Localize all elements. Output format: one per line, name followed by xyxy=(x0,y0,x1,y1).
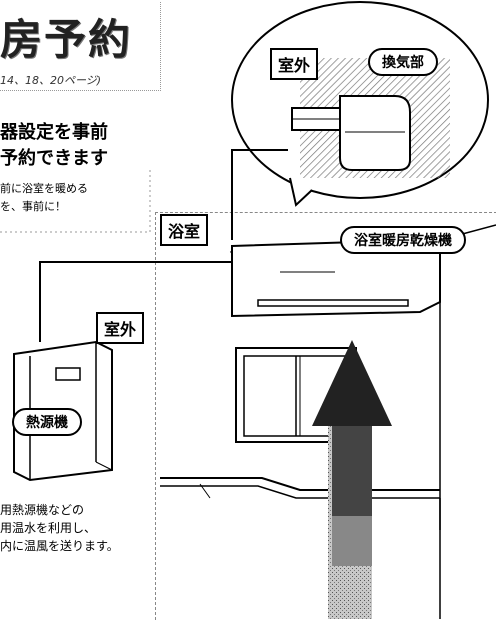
lead-line-2: 予約できます xyxy=(0,148,108,169)
title-frame xyxy=(0,2,161,91)
vent-label: 換気部 xyxy=(368,48,438,76)
lead-line-1: 器設定を事前 xyxy=(0,122,108,143)
note-line-1: 前に浴室を暖める xyxy=(0,182,88,195)
page-reference: 14、18、20ページ) xyxy=(0,74,102,87)
bathroom-label: 浴室 xyxy=(160,214,209,246)
outdoor-label-left: 室外 xyxy=(96,312,145,344)
page-title: 房予約 xyxy=(0,15,133,64)
desc-line-1: 用熱源機などの xyxy=(0,503,85,517)
desc-line-3: 内に温風を送ります。 xyxy=(0,539,119,553)
note-frame xyxy=(0,170,151,233)
bath-dryer-unit xyxy=(231,238,441,318)
desc-line-2: 用温水を利用し、 xyxy=(0,521,97,535)
note-line-2: を、事前に！ xyxy=(0,200,66,213)
vent-zoom-circle xyxy=(231,1,489,207)
heat-source-label: 熱源機 xyxy=(12,408,82,436)
bath-dryer-label: 浴室暖房乾燥機 xyxy=(340,226,466,254)
outdoor-label-top: 室外 xyxy=(270,48,319,80)
bathtub xyxy=(160,477,441,530)
bathroom-frame xyxy=(155,212,496,620)
warm-air-arrow xyxy=(312,340,392,619)
